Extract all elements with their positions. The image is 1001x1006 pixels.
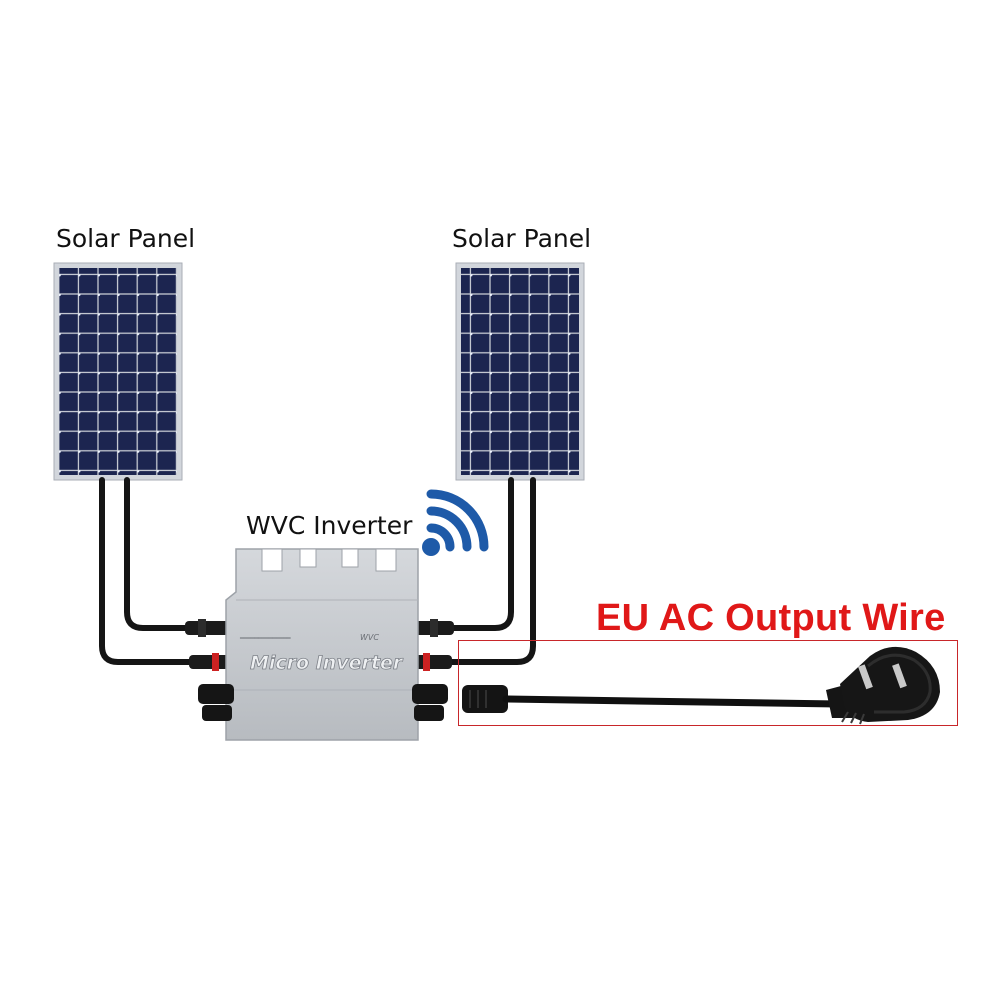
micro-inverter: ══════════════ WVC Micro Inverter (198, 548, 448, 741)
solar-panel-left-label: Solar Panel (56, 224, 196, 253)
dc-connectors-right (408, 619, 454, 671)
solar-panel-left (53, 262, 183, 481)
eu-plug-icon (826, 646, 940, 725)
svg-text:══════════════: ══════════════ (239, 635, 291, 642)
output-wire-highlight-box (458, 640, 958, 726)
dc-cables-right (445, 477, 536, 665)
solar-panel-right-label: Solar Panel (452, 224, 592, 253)
inverter-label: WVC Inverter (246, 511, 413, 540)
ac-output-wire (462, 685, 842, 713)
solar-panel-right (455, 262, 585, 481)
svg-text:WVC: WVC (360, 633, 379, 642)
output-wire-label: EU AC Output Wire (596, 597, 946, 639)
micro-inverter-label: Micro Inverter (250, 652, 404, 674)
dc-connectors-left (185, 619, 231, 671)
wifi-icon (422, 489, 489, 556)
dc-cables-left (99, 477, 193, 665)
